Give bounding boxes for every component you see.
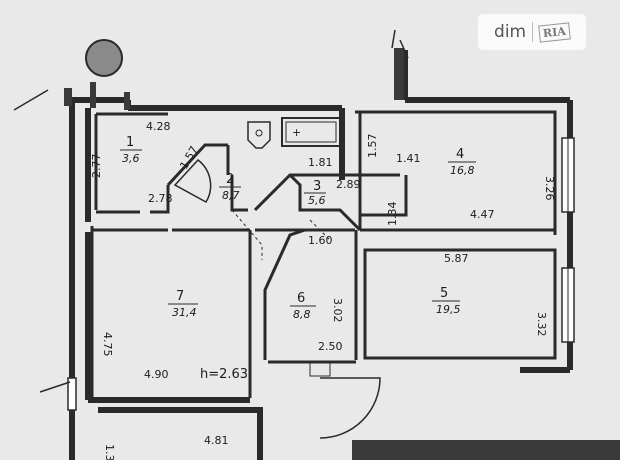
- watermark-brand: dim: [494, 22, 527, 42]
- watermark-separator: [532, 22, 534, 42]
- room-1-number: 1: [126, 135, 134, 150]
- dim-2-77: 2.77: [90, 154, 103, 179]
- dim-4-81: 4.81: [204, 434, 229, 447]
- ceiling-height: h=2.63: [200, 367, 248, 382]
- dim-1-57-b: 1.57: [366, 134, 379, 159]
- dim-5-87: 5.87: [444, 252, 469, 265]
- dimria-watermark: dim RIA: [478, 14, 586, 50]
- room-2-number: 2: [226, 172, 234, 187]
- dim-1-81: 1.81: [308, 156, 333, 169]
- room-5-number: 5: [440, 286, 448, 301]
- dim-1-60: 1.60: [308, 234, 333, 247]
- room-4-number: 4: [456, 147, 464, 162]
- room-4-area: 16,8: [450, 164, 475, 177]
- room-7-area: 31,4: [172, 306, 197, 319]
- dim-2-89: 2.89: [336, 178, 361, 191]
- dim-4-75: 4.75: [101, 332, 114, 357]
- room-2-area: 8,7: [222, 189, 240, 202]
- watermark-badge: RIA: [538, 21, 571, 43]
- dim-2-50: 2.50: [318, 340, 343, 353]
- dim-3-26: 3.26: [543, 176, 556, 201]
- dim-2-78: 2.78: [148, 192, 173, 205]
- dim-3-32: 3.32: [535, 312, 548, 337]
- plus-mark: +: [292, 126, 301, 139]
- dim-3-02: 3.02: [331, 298, 344, 323]
- room-3-area: 5,6: [308, 194, 326, 207]
- dim-4-90: 4.90: [144, 368, 169, 381]
- room-3-number: 3: [313, 179, 321, 194]
- dim-4-28: 4.28: [146, 120, 171, 133]
- dim-1-36: 1.36: [103, 444, 116, 460]
- room-5-area: 19,5: [436, 303, 461, 316]
- dim-4-47: 4.47: [470, 208, 495, 221]
- dim-1-34: 1.34: [386, 202, 399, 227]
- dim-1-41: 1.41: [396, 152, 421, 165]
- room-6-number: 6: [297, 291, 305, 306]
- dim-1-57-a: 1.57: [177, 144, 201, 172]
- room-1-area: 3,6: [122, 152, 140, 165]
- room-7-number: 7: [176, 289, 184, 304]
- room-6-area: 8,8: [293, 308, 311, 321]
